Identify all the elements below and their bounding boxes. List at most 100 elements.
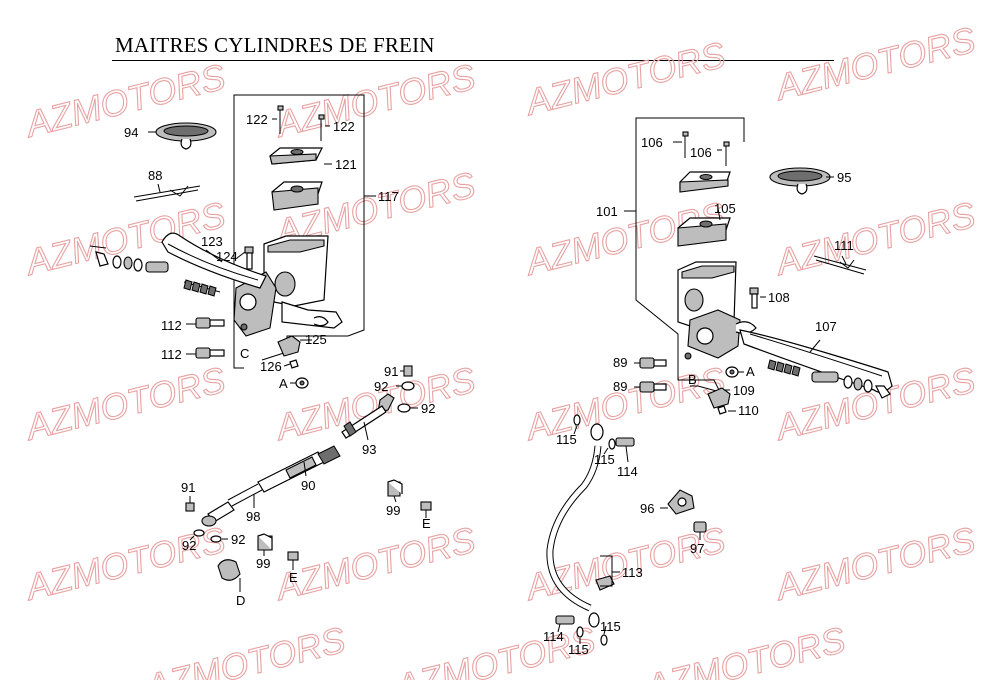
brake-lever-107: [739, 329, 893, 393]
washer-115-b: [603, 438, 616, 455]
callout-122: 122: [333, 119, 355, 134]
washer-92-b: [397, 403, 418, 413]
master-cylinder-body-right: [677, 261, 757, 360]
bolt-112-b: [186, 347, 225, 359]
assembly-101-outline: [635, 117, 745, 393]
clamp-99-b: [257, 533, 273, 556]
callout-106: 106: [690, 145, 712, 160]
watermark-text: AZMOTORS: [520, 34, 729, 123]
callout-90: 90: [301, 478, 315, 493]
banjo-bolt-91-a: [400, 365, 413, 377]
callout-d: D: [236, 593, 245, 608]
washer-a-right: [725, 366, 744, 378]
callout-122: 122: [246, 112, 268, 127]
callout-93: 93: [362, 442, 376, 457]
watermark-text: AZMOTORS: [270, 359, 479, 448]
washer-115-d: [600, 625, 608, 646]
boot-d: [217, 559, 241, 592]
callout-a: A: [746, 364, 755, 379]
hose-fitting-98: [201, 494, 255, 527]
bolt-114-b: [555, 615, 575, 633]
wire-clip-111: [813, 255, 867, 275]
callout-121: 121: [335, 157, 357, 172]
bolt-112-a: [186, 317, 225, 329]
watermark-text: AZMOTORS: [20, 194, 229, 283]
callout-123: 123: [201, 234, 223, 249]
bolt-114-a: [615, 437, 635, 463]
left-master-cylinder-assembly: [89, 94, 432, 592]
reservoir-cap-94: [148, 122, 217, 150]
watermark-text: AZMOTORS: [20, 359, 229, 448]
reservoir-cap-95: [769, 167, 834, 195]
callout-e: E: [289, 570, 298, 585]
diaphragm: [271, 181, 323, 211]
callout-114: 114: [617, 464, 638, 479]
wire-clip-88: [133, 183, 201, 202]
callout-91: 91: [181, 480, 195, 495]
bolt-89-b: [634, 381, 667, 393]
washer-92-d: [210, 535, 228, 543]
callout-b: B: [688, 372, 697, 387]
callout-126: 126: [260, 359, 282, 374]
callout-89: 89: [613, 379, 627, 394]
callout-115: 115: [600, 619, 621, 634]
callout-92: 92: [374, 379, 388, 394]
callout-115: 115: [568, 642, 589, 657]
washer-92-a: [396, 381, 415, 391]
screw-126: [283, 359, 299, 369]
bracket-113: [600, 555, 613, 587]
callout-89: 89: [613, 355, 627, 370]
brake-lever-123: [161, 232, 267, 289]
screw-122-a: [272, 105, 284, 134]
callout-98: 98: [246, 509, 260, 524]
callout-94: 94: [124, 125, 138, 140]
watermark-text: AZMOTORS: [270, 519, 479, 608]
diagram-title: MAITRES CYLINDRES DE FREIN: [115, 33, 435, 57]
watermark-text: AZMOTORS: [770, 519, 979, 608]
watermark-text: AZMOTORS: [770, 19, 979, 108]
switch-125: [277, 335, 312, 357]
clamp-96: [660, 489, 695, 515]
title-underline: [112, 60, 834, 61]
watermark-text: AZMOTORS: [640, 619, 849, 680]
callout-92: 92: [421, 401, 435, 416]
callout-a: A: [279, 376, 288, 391]
callout-115: 115: [594, 452, 615, 467]
callout-96: 96: [640, 501, 654, 516]
watermark-text: AZMOTORS: [770, 194, 979, 283]
bolt-e-b: [287, 551, 299, 570]
reservoir-lid-105: [679, 171, 731, 193]
brake-hose-113: [546, 423, 620, 628]
bolt-124: [236, 246, 254, 270]
screw-122-b: [318, 114, 330, 141]
bolt-108: [749, 287, 766, 309]
reservoir-lid-121: [269, 147, 332, 165]
screw-110: [717, 405, 736, 415]
callout-110: 110: [738, 403, 759, 418]
callout-91: 91: [384, 364, 398, 379]
callout-106: 106: [641, 135, 663, 150]
washer-115-c: [576, 626, 584, 644]
callout-115: 115: [556, 432, 577, 447]
callout-95: 95: [837, 170, 851, 185]
watermark-text: AZMOTORS: [270, 56, 479, 145]
callout-92: 92: [231, 532, 245, 547]
screw-106-b: [717, 141, 730, 166]
callout-labels: 94 88 122 122 121 117 123 124 112 112 C …: [124, 112, 854, 657]
callout-99: 99: [386, 503, 400, 518]
callout-112: 112: [161, 347, 182, 362]
screw-106-a: [673, 131, 689, 158]
banjo-bolt-91-b: [185, 496, 195, 512]
callout-101: 101: [596, 204, 618, 219]
callout-109: 109: [733, 383, 755, 398]
washer-92-c: [189, 529, 205, 541]
master-cylinder-body-left: [233, 235, 343, 337]
bolt-e-a: [420, 501, 432, 518]
callout-113: 113: [622, 565, 643, 580]
callout-114: 114: [543, 629, 564, 644]
watermark-text: AZMOTORS: [520, 359, 729, 448]
callout-107: 107: [815, 319, 837, 334]
callout-105: 105: [714, 201, 736, 216]
hose-fitting-93: [341, 393, 395, 441]
